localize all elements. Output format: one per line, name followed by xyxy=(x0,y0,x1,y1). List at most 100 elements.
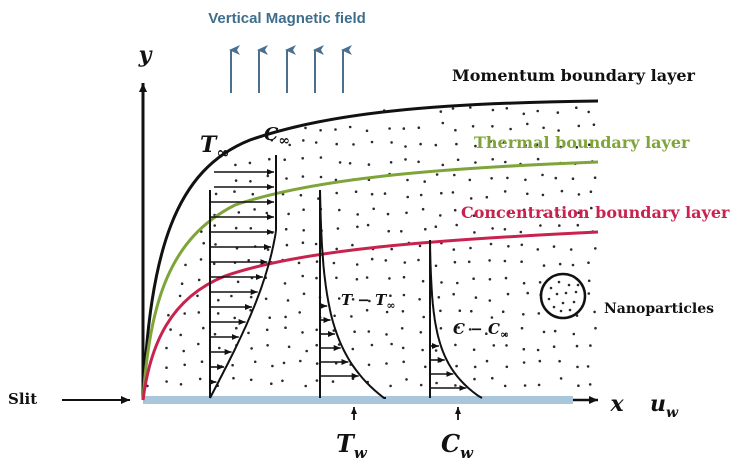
fluid-dot xyxy=(509,127,512,131)
fluid-dot xyxy=(216,312,220,315)
nanoparticle-dots xyxy=(547,280,580,313)
fluid-dot xyxy=(288,143,292,147)
fluid-dot xyxy=(506,292,510,296)
fluid-dot xyxy=(405,211,408,215)
fluid-dot xyxy=(196,294,199,298)
nanoparticle-dot xyxy=(574,290,578,294)
slit-label: Slit xyxy=(8,390,37,408)
concentration-layer-label: Concentration boundary layer xyxy=(461,203,730,222)
fluid-dot xyxy=(569,248,573,251)
nanoparticle-dot xyxy=(567,283,571,287)
fluid-dot xyxy=(485,332,488,336)
fluid-dot xyxy=(301,157,305,160)
fluid-dot xyxy=(249,227,253,230)
fluid-dot xyxy=(271,364,274,368)
fluid-dot xyxy=(588,383,592,386)
nanoparticle-dot xyxy=(564,291,568,295)
fluid-dot xyxy=(319,129,322,132)
fluid-dot xyxy=(368,299,371,303)
fluid-dot xyxy=(522,208,526,212)
fluid-dot xyxy=(372,207,376,211)
fluid-dot xyxy=(351,347,355,351)
fluid-dot xyxy=(538,359,542,363)
fluid-dot xyxy=(503,228,507,231)
fluid-dot xyxy=(234,226,238,230)
fluid-dot xyxy=(587,143,591,146)
fluid-dot xyxy=(593,176,597,179)
fluid-dot xyxy=(418,244,422,248)
fluid-dot xyxy=(251,192,255,196)
fluid-dot xyxy=(537,383,541,387)
surface-velocity-label: uw xyxy=(650,391,679,421)
fluid-dot xyxy=(441,163,445,167)
fluid-dot xyxy=(524,178,527,182)
fluid-dot xyxy=(250,347,253,350)
fluid-dot xyxy=(507,210,511,214)
fluid-dot xyxy=(470,309,473,313)
fluid-dot xyxy=(301,175,305,178)
fluid-dot xyxy=(355,278,359,281)
fluid-dot xyxy=(501,310,505,314)
thermal-boundary-curve xyxy=(141,160,599,401)
fluid-dot xyxy=(435,173,439,176)
fluid-dot xyxy=(522,112,526,116)
fluid-dot xyxy=(520,260,523,264)
fluid-dot xyxy=(594,247,597,250)
fluid-dot xyxy=(268,157,271,161)
fluid-dot xyxy=(453,208,457,212)
fluid-dot xyxy=(538,281,542,284)
fluid-dot xyxy=(304,384,308,388)
fluid-dot xyxy=(390,342,393,346)
fluid-dot xyxy=(453,173,456,177)
fluid-dot xyxy=(417,126,421,129)
fluid-dot xyxy=(197,311,201,314)
fluid-dot xyxy=(489,242,493,246)
fluid-dot xyxy=(542,126,545,130)
fluid-dot xyxy=(314,141,318,144)
fluid-dot xyxy=(356,213,360,216)
fluid-dot xyxy=(592,123,596,126)
c-infinity-label: C∞ xyxy=(264,124,290,149)
fluid-dot xyxy=(587,279,591,283)
fluid-dot xyxy=(491,108,495,112)
fluid-dot xyxy=(536,157,540,161)
fluid-dot xyxy=(390,141,393,144)
fluid-dot xyxy=(590,206,593,210)
fluid-dot xyxy=(469,246,472,250)
fluid-dot xyxy=(406,195,410,199)
fluid-dot xyxy=(249,378,253,382)
fluid-dot xyxy=(576,365,579,369)
fluid-dot xyxy=(423,180,427,183)
fluid-dot xyxy=(571,177,575,180)
fluid-dot xyxy=(417,160,420,164)
fluid-dot xyxy=(237,211,241,214)
fluid-dot xyxy=(474,296,478,299)
fluid-dot xyxy=(248,161,252,165)
fluid-dot xyxy=(439,327,443,330)
fluid-dot xyxy=(179,333,182,337)
fluid-dot xyxy=(523,384,527,387)
fluid-dot xyxy=(297,261,301,265)
fluid-dot xyxy=(505,365,509,369)
fluid-dot xyxy=(537,312,541,315)
fluid-dot xyxy=(490,177,493,180)
fluid-dot xyxy=(593,310,596,314)
fluid-dot xyxy=(535,143,539,147)
fluid-dot xyxy=(180,282,184,286)
wall-temperature-label: Tw xyxy=(336,429,368,462)
fluid-dot xyxy=(332,261,336,265)
fluid-dot xyxy=(424,227,427,231)
fluid-dot xyxy=(504,276,508,280)
fluid-dot xyxy=(348,125,352,129)
fluid-dot xyxy=(253,208,256,211)
fluid-dot xyxy=(334,178,338,182)
momentum-boundary-curve xyxy=(141,99,599,401)
fluid-dot xyxy=(301,331,304,334)
fluid-dot xyxy=(315,379,319,382)
nanoparticle-dot xyxy=(555,292,559,296)
fluid-dot xyxy=(452,292,456,296)
fluid-dot xyxy=(351,377,355,381)
fluid-dot xyxy=(270,382,273,386)
velocity-arrows xyxy=(209,169,274,385)
fluid-dot xyxy=(507,245,510,248)
